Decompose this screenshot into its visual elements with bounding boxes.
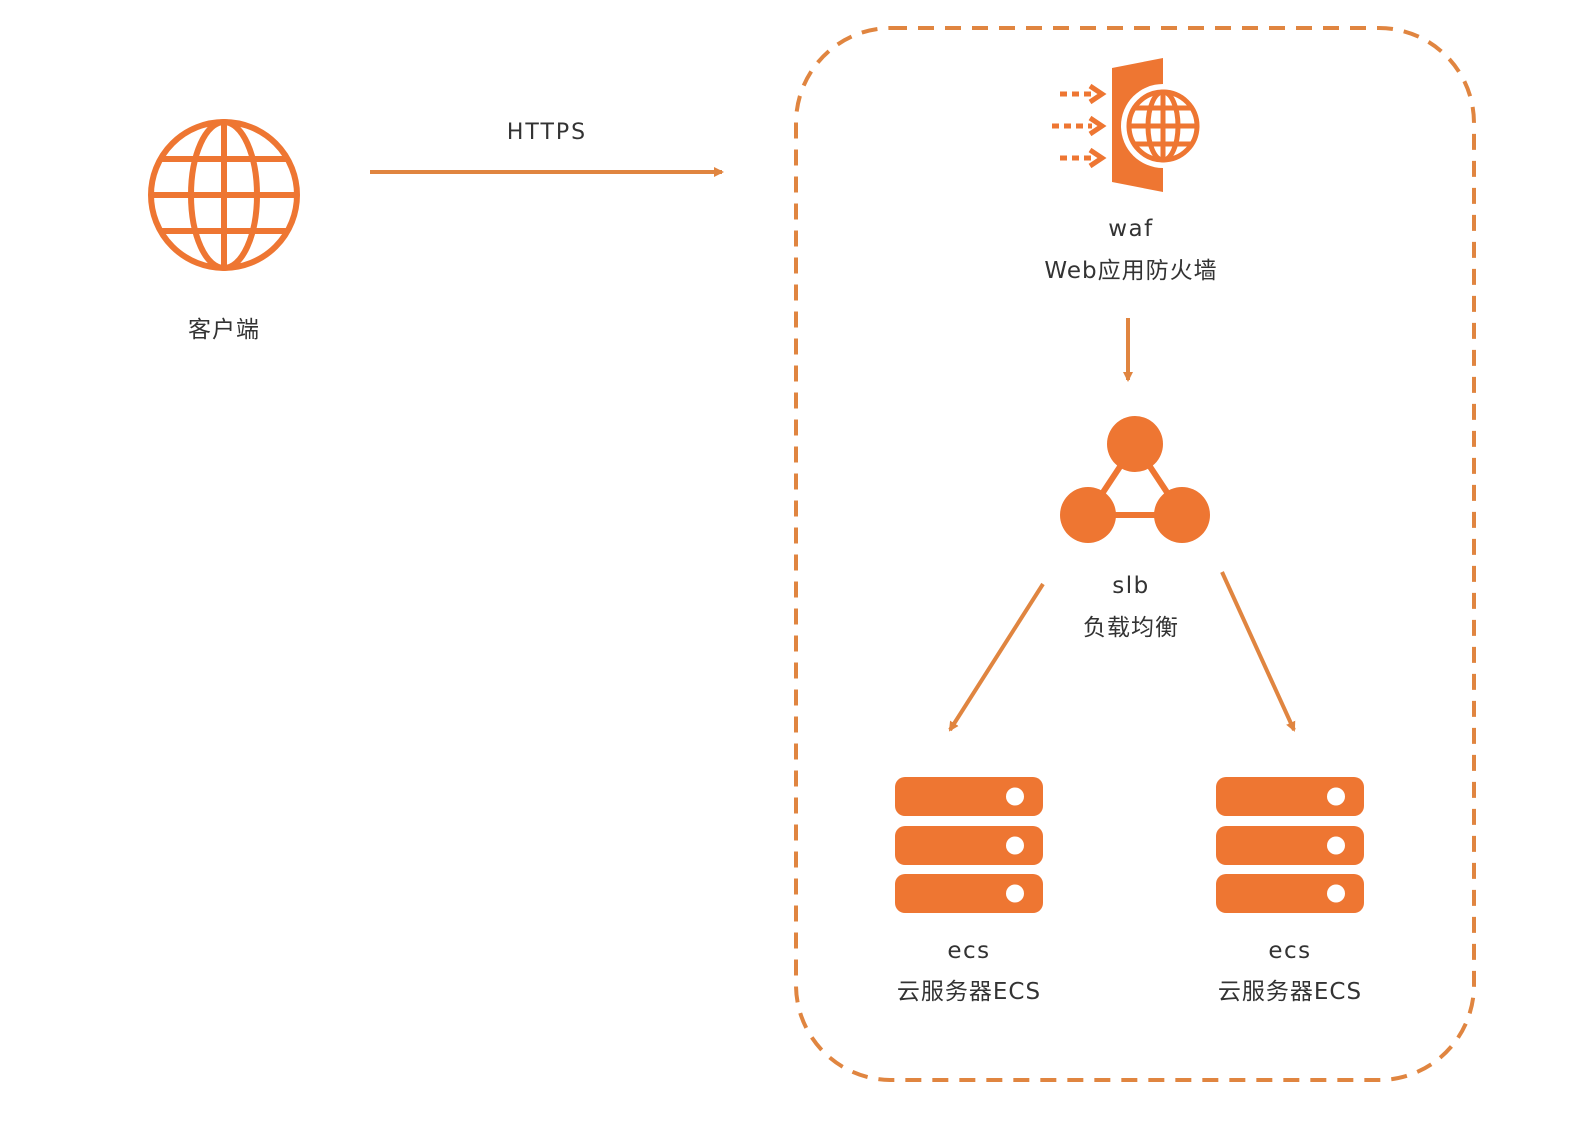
slb-to-ecs-left-arrow bbox=[948, 582, 1045, 732]
slb-description: 负载均衡 bbox=[1083, 615, 1179, 641]
connection-label: HTTPS bbox=[507, 120, 587, 145]
server-icon bbox=[895, 777, 1043, 913]
slb-to-ecs-right-arrow bbox=[1220, 571, 1296, 732]
ecs-right-name: ecs bbox=[1268, 938, 1311, 964]
ecs-left-name: ecs bbox=[947, 938, 990, 964]
server-icon bbox=[1216, 777, 1364, 913]
waf-name: waf bbox=[1108, 216, 1154, 242]
client-label: 客户端 bbox=[188, 317, 260, 343]
ecs-left-description: 云服务器ECS bbox=[897, 979, 1041, 1005]
ecs-right-description: 云服务器ECS bbox=[1218, 979, 1362, 1005]
waf-firewall-icon bbox=[1052, 58, 1205, 192]
cloud-group-boundary bbox=[794, 26, 1476, 1082]
waf-description: Web应用防火墙 bbox=[1044, 258, 1217, 284]
load-balancer-icon bbox=[1060, 416, 1210, 543]
globe-icon bbox=[148, 119, 300, 271]
slb-name: slb bbox=[1112, 573, 1149, 599]
